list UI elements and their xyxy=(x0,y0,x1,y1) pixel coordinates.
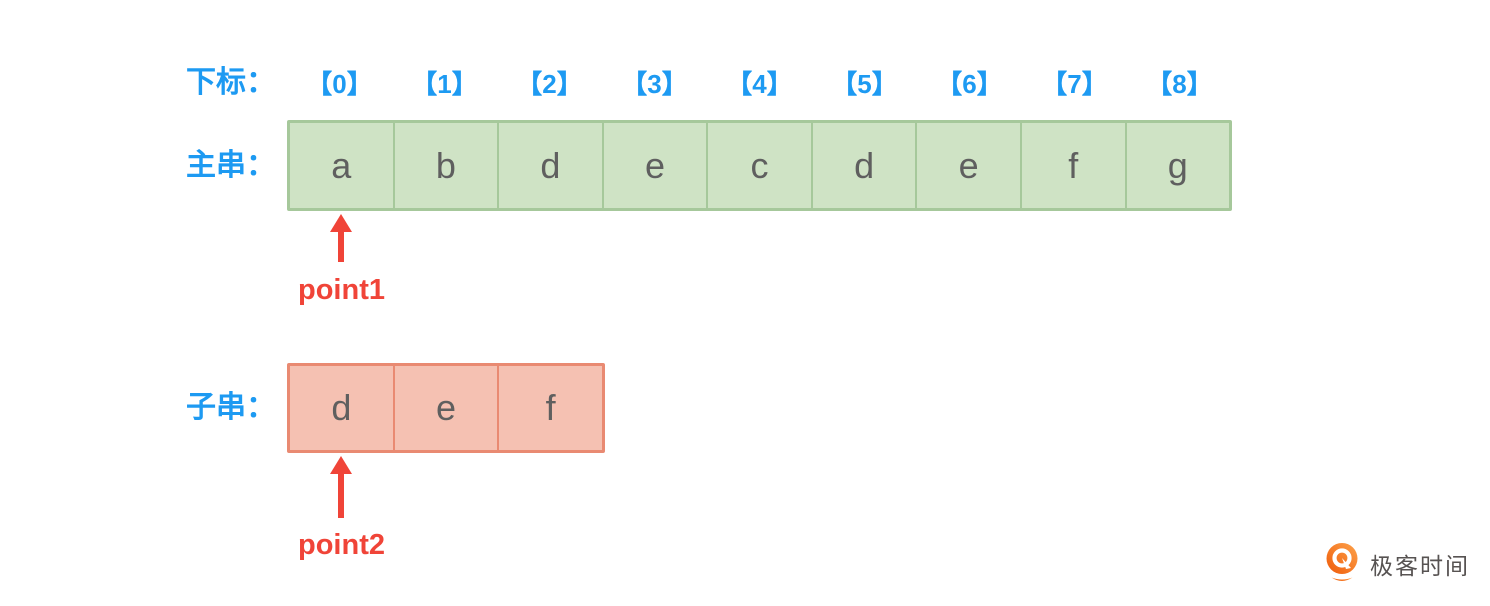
main-string-cell: e xyxy=(603,123,707,208)
index-cell: 【4】 xyxy=(726,69,793,99)
main-string-cell: c xyxy=(708,123,811,208)
main-string-cell: d xyxy=(499,123,602,208)
index-cell: 【8】 xyxy=(1146,69,1213,99)
point2-label: point2 xyxy=(298,529,385,561)
index-cell: 【5】 xyxy=(831,69,898,99)
geektime-logo-icon xyxy=(1326,543,1358,581)
main-string-box: a b d e c d e f g xyxy=(287,120,1232,211)
index-cell: 【7】 xyxy=(1041,69,1108,99)
index-cell: 【3】 xyxy=(621,69,688,99)
index-row-label: 下标： xyxy=(186,66,276,99)
sub-string-cell: f xyxy=(499,366,603,450)
point2-arrow-shaft xyxy=(338,472,344,518)
main-string-cell: f xyxy=(1021,123,1125,208)
sub-string-box: d e f xyxy=(287,363,605,453)
main-string-label: 主串： xyxy=(186,149,276,182)
point1-label: point1 xyxy=(298,274,385,306)
main-string-cell: d xyxy=(812,123,916,208)
main-string-cell: a xyxy=(290,123,393,208)
geektime-brand: 极客时间 xyxy=(1322,541,1470,587)
main-string-cell: g xyxy=(1126,123,1230,208)
main-string-cell: e xyxy=(917,123,1020,208)
point1-arrow-shaft xyxy=(338,230,344,262)
index-cell: 【0】 xyxy=(306,69,373,99)
sub-string-label: 子串： xyxy=(186,391,276,424)
index-cell: 【6】 xyxy=(936,69,1003,99)
main-string-cell: b xyxy=(394,123,498,208)
index-row: 【0】 【1】 【2】 【3】 【4】 【5】 【6】 【7】 【8】 xyxy=(287,66,1232,102)
point2-up-arrow-icon xyxy=(330,456,352,474)
index-cell: 【2】 xyxy=(516,69,583,99)
geektime-brand-name: 极客时间 xyxy=(1370,553,1470,579)
point1-up-arrow-icon xyxy=(330,214,352,232)
index-cell: 【1】 xyxy=(411,69,478,99)
sub-string-cell: e xyxy=(394,366,498,450)
sub-string-cell: d xyxy=(290,366,393,450)
